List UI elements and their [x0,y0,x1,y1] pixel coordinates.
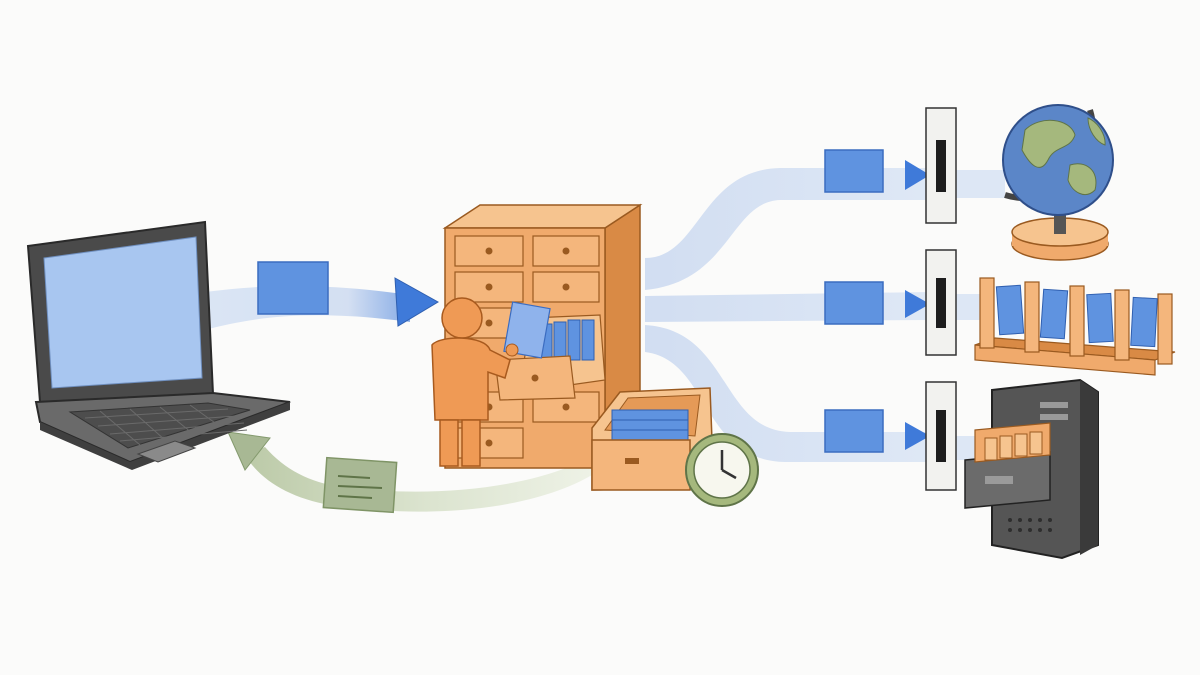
clock-icon [685,433,759,507]
exit-band-middle [955,294,980,320]
green-document-icon [322,456,398,514]
slot-panel-icon [925,249,957,356]
return-flow [227,431,600,514]
arrow-head-middle [905,290,930,318]
request-arrow-head [394,277,439,327]
packet-icon-middle [824,281,884,325]
request-packet-icon [257,261,329,315]
slot-panel-icon [925,107,957,224]
outbound-flow-top [645,168,930,290]
gateway-slots [925,107,957,491]
held-card-icon [503,301,551,359]
return-arrow-head [227,431,271,471]
packet-icon-bottom [824,409,884,453]
person-icon [431,297,551,467]
arrow-head-top [905,160,930,190]
arrow-head-bottom [905,422,930,450]
globe-icon [1002,104,1114,261]
exit-band-top [955,170,1005,198]
document-rack-icon [974,277,1176,376]
cache-drawer-icon [591,387,713,491]
exit-band-bottom [955,436,975,460]
slot-panel-icon [925,381,957,491]
request-flow [205,261,439,330]
packet-icon-top [824,149,884,193]
laptop-icon [26,220,291,470]
server-tower-icon [964,378,1099,560]
outbound-flow-middle [645,292,930,322]
